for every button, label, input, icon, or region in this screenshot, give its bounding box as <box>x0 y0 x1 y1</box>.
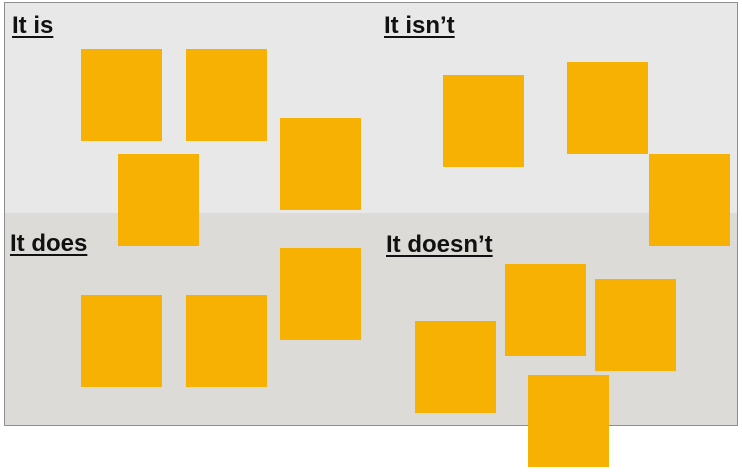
sticky-note-it-isnt[interactable] <box>649 154 730 246</box>
sticky-note-it-doesnt[interactable] <box>528 375 609 467</box>
sticky-note-it-is[interactable] <box>81 49 162 141</box>
sticky-note-it-isnt[interactable] <box>567 62 648 154</box>
quadrant-label-it-is: It is <box>12 12 54 39</box>
sticky-note-it-does[interactable] <box>186 295 267 387</box>
sticky-note-it-is[interactable] <box>186 49 267 141</box>
sticky-note-it-does[interactable] <box>81 295 162 387</box>
quadrant-label-it-does: It does <box>10 230 88 257</box>
sticky-note-it-does[interactable] <box>280 248 361 340</box>
sticky-note-it-is[interactable] <box>118 154 199 246</box>
quadrant-label-it-doesnt: It doesn’t <box>386 231 493 258</box>
sticky-note-it-doesnt[interactable] <box>595 279 676 371</box>
sticky-note-it-is[interactable] <box>280 118 361 210</box>
sticky-note-it-isnt[interactable] <box>443 75 524 167</box>
sticky-note-it-doesnt[interactable] <box>505 264 586 356</box>
sticky-note-it-doesnt[interactable] <box>415 321 496 413</box>
quadrant-label-it-isnt: It isn’t <box>384 12 455 39</box>
